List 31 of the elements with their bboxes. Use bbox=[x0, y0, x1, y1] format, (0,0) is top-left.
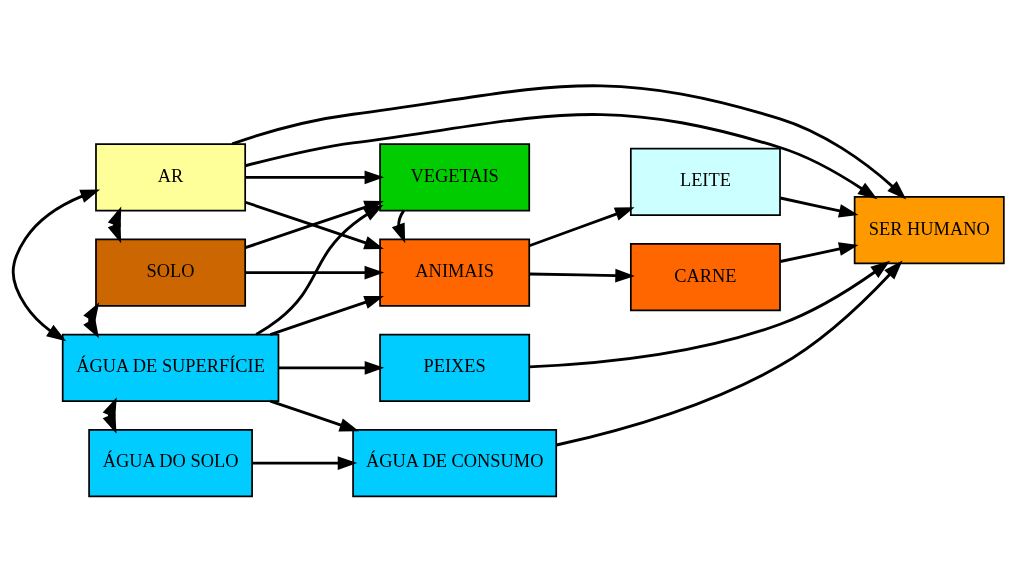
node-box: AR bbox=[95, 142, 247, 211]
arrow bbox=[529, 260, 891, 368]
arrow bbox=[269, 295, 384, 336]
node-box: SER HUMANO bbox=[853, 195, 1005, 264]
arrow bbox=[252, 455, 358, 470]
node-box: PEIXES bbox=[379, 333, 531, 402]
arrow bbox=[529, 268, 635, 282]
node-box: ÁGUA DE CONSUMO bbox=[352, 428, 558, 497]
node-box: ÁGUA DE SUPERFÍCIE bbox=[61, 333, 280, 402]
arrow bbox=[278, 360, 385, 375]
arrow bbox=[107, 206, 122, 243]
arrow bbox=[11, 189, 101, 341]
arrow bbox=[780, 196, 859, 218]
node-box: LEITE bbox=[629, 147, 781, 216]
arrow bbox=[245, 112, 878, 199]
arrow bbox=[556, 260, 903, 446]
node-box: CARNE bbox=[629, 242, 781, 311]
arrow bbox=[245, 265, 385, 279]
node-box: SOLO bbox=[95, 237, 247, 307]
arrow bbox=[255, 204, 384, 336]
arrow bbox=[269, 399, 360, 431]
arrow bbox=[780, 241, 859, 263]
arrow bbox=[102, 396, 117, 434]
arrow bbox=[231, 83, 907, 199]
arrow bbox=[83, 301, 100, 338]
node-box: ANIMAIS bbox=[379, 237, 531, 307]
node-box: ÁGUA DO SOLO bbox=[88, 428, 253, 497]
arrow bbox=[245, 170, 385, 184]
arrow bbox=[391, 209, 406, 243]
node-box: VEGETAIS bbox=[379, 142, 531, 211]
arrow bbox=[528, 206, 635, 247]
